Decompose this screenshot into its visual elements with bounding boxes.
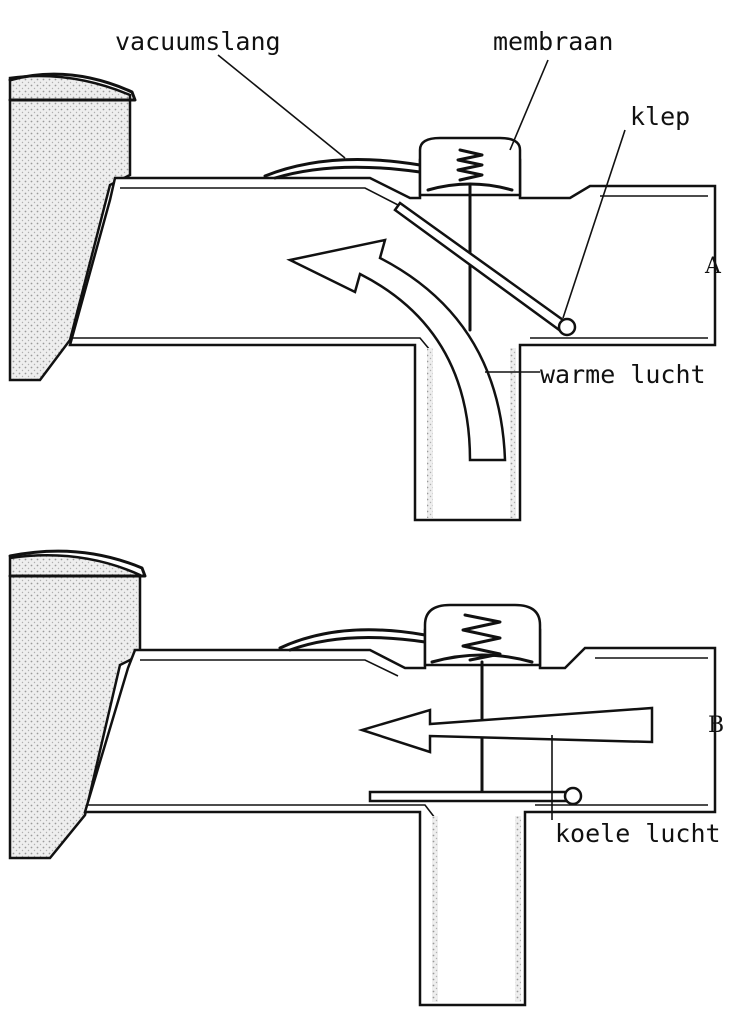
valve-hinge-a bbox=[557, 317, 577, 337]
air-cleaner-lid-b bbox=[8, 549, 147, 578]
membrane-b bbox=[430, 653, 534, 664]
label-warm-air: warme lucht bbox=[540, 360, 706, 389]
label-cool-air: koele lucht bbox=[555, 819, 721, 848]
label-membrane: membraan bbox=[493, 27, 613, 56]
valve-hinge-b bbox=[563, 786, 583, 806]
air-cleaner-housing-b bbox=[8, 554, 142, 860]
leader-valve bbox=[562, 129, 626, 319]
spring-a bbox=[456, 148, 484, 182]
leader-vacuum-hose bbox=[217, 54, 346, 159]
duct-body-b bbox=[83, 628, 717, 1007]
duct-body-a bbox=[68, 158, 717, 522]
cool-air-arrow bbox=[357, 706, 654, 754]
label-state-a: A bbox=[704, 254, 722, 279]
spring-b bbox=[461, 613, 502, 662]
label-valve: klep bbox=[630, 102, 690, 131]
label-state-b: B bbox=[708, 713, 724, 738]
valve-flap-b bbox=[368, 790, 572, 803]
diagram-a bbox=[8, 54, 717, 522]
vacuum-hose-b bbox=[278, 628, 427, 650]
label-vacuum-hose: vacuumslang bbox=[115, 27, 281, 56]
air-cleaner-lid-a bbox=[8, 72, 137, 102]
diagram-b bbox=[8, 549, 717, 1007]
warm-air-arrow bbox=[286, 238, 507, 462]
vacuum-hose-a bbox=[263, 158, 422, 178]
leader-membrane bbox=[509, 59, 549, 151]
